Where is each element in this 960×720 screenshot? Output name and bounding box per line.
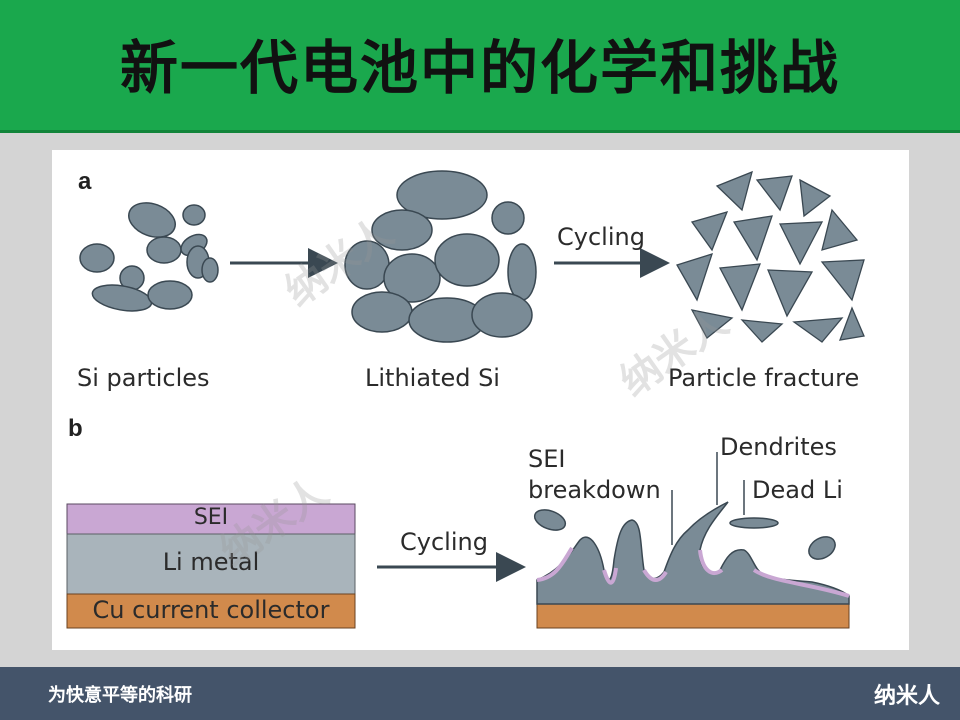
cu-collector-layer	[66, 593, 356, 629]
caption-particle-fracture: Particle fracture	[668, 364, 860, 392]
fragment	[755, 175, 793, 212]
cu-collector-right	[536, 603, 850, 629]
si-particle	[201, 257, 219, 283]
fragment	[820, 259, 865, 302]
fragment	[767, 269, 814, 318]
lithiated-particle	[371, 209, 433, 251]
fragment	[838, 306, 865, 341]
caption-lithiated-si: Lithiated Si	[365, 364, 500, 392]
fractured-particles	[676, 170, 865, 343]
si-particle	[91, 284, 153, 312]
li-metal-label: Li metal	[162, 548, 260, 576]
dead-li-piece	[808, 536, 836, 560]
cycling-label-a: Cycling	[557, 223, 645, 251]
sei-breakdown-label-line2: breakdown	[528, 476, 661, 504]
footer-logo-text: 纳米人	[873, 684, 940, 709]
dead-li-label: Dead Li	[752, 476, 843, 504]
lithiated-particle	[471, 292, 533, 338]
si-particle	[182, 204, 206, 226]
slide-title: 新一代电池中的化学和挑战	[119, 34, 840, 102]
si-particle	[79, 243, 115, 273]
cu-collector-label: Cu current collector	[92, 596, 330, 624]
li-metal-dendrites	[536, 501, 850, 605]
fragment	[690, 211, 729, 252]
figure-graphics	[66, 170, 865, 629]
fragment	[778, 221, 824, 266]
lithiated-si-cluster	[344, 170, 537, 343]
fragment	[676, 253, 714, 302]
fragment	[799, 178, 832, 218]
lithiated-particle	[396, 170, 488, 220]
li-metal-layer	[66, 533, 356, 595]
caption-si-particles: Si particles	[77, 364, 210, 392]
title-bar: 新一代电池中的化学和挑战	[0, 0, 960, 133]
broken-sei-piece	[533, 509, 567, 531]
dendrites-label: Dendrites	[720, 433, 837, 461]
lithiated-particle	[491, 201, 525, 235]
panel-b-label: b	[68, 415, 83, 442]
lithiated-particle	[434, 233, 500, 287]
sei-layer-label: SEI	[193, 505, 229, 530]
sei-breakdown-label-line1: SEI	[528, 445, 566, 473]
figure-panel: a Si particles Lithiated Si Particle fra…	[52, 150, 909, 650]
footer-slogan: 为快意平等的科研	[48, 685, 192, 706]
fragment	[715, 170, 753, 212]
si-particle	[146, 236, 182, 264]
lithiated-particle	[351, 291, 413, 333]
fragment	[821, 208, 859, 251]
fragment	[792, 317, 844, 343]
panel-a-label: a	[78, 168, 92, 195]
cycling-label-b: Cycling	[400, 528, 488, 556]
si-particles-cluster	[79, 202, 219, 312]
footer-bar: 为快意平等的科研 纳米人	[0, 667, 960, 720]
si-particle	[147, 280, 193, 310]
fragment	[718, 263, 761, 312]
lithiated-particle	[507, 243, 537, 301]
sei-coating	[536, 546, 850, 598]
lithiated-particle	[383, 253, 441, 303]
fragment	[732, 215, 773, 262]
dead-li-piece	[729, 517, 779, 529]
si-particle	[128, 202, 176, 238]
lithiated-particle	[344, 240, 390, 290]
fragment	[690, 309, 734, 339]
fragment	[740, 319, 784, 343]
sei-layer	[66, 503, 356, 535]
